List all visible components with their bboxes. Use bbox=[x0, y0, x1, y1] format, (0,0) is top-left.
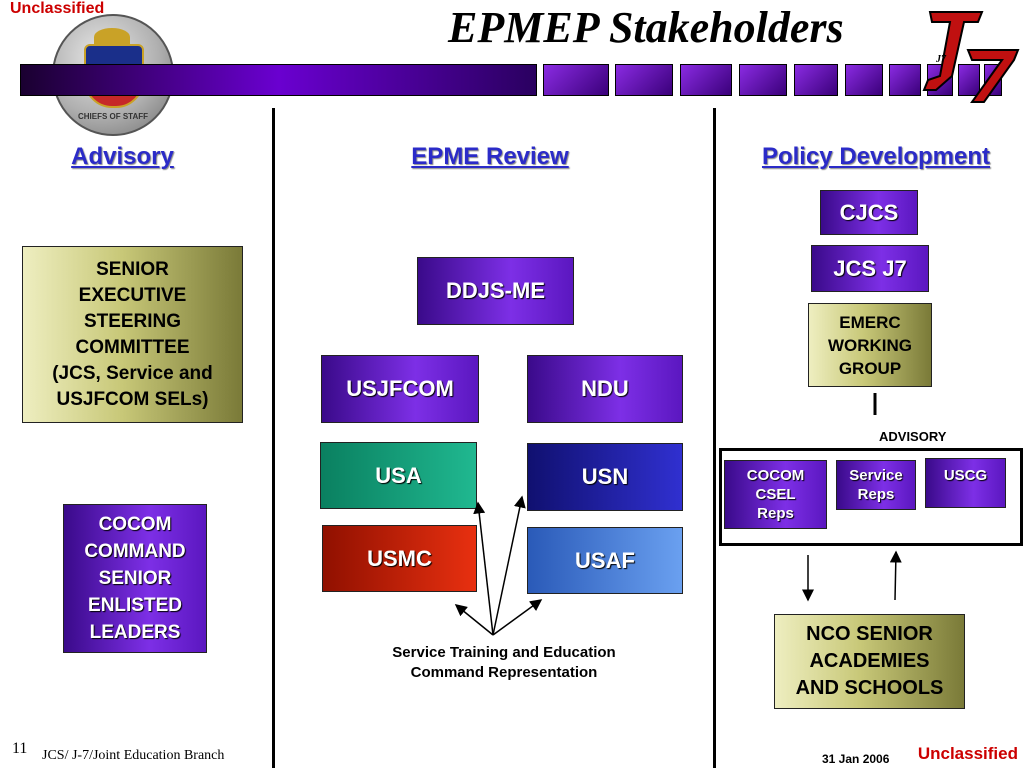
nco-line: ACADEMIES bbox=[809, 650, 930, 672]
header-square bbox=[739, 64, 787, 96]
caption-line: Service Training and Education bbox=[392, 644, 616, 661]
arrow-to-usaf bbox=[492, 599, 543, 636]
emerc-working-group-box: EMERC WORKING GROUP bbox=[808, 303, 932, 387]
header-square bbox=[680, 64, 732, 96]
page-title: EPMEP Stakeholders bbox=[448, 3, 844, 52]
emerc-line: EMERC bbox=[839, 312, 901, 332]
arrow-up-from-nco bbox=[889, 550, 902, 601]
arrow-to-usn bbox=[492, 495, 526, 636]
usmc-box: USMC bbox=[322, 525, 477, 592]
cocom-command-senior-enlisted-leaders-box: COCOM COMMAND SENIOR ENLISTED LEADERS bbox=[63, 504, 207, 653]
arrow-to-usa bbox=[473, 501, 494, 636]
steering-line: EXECUTIVE bbox=[78, 284, 187, 306]
classification-bottom: Unclassified bbox=[917, 744, 1018, 763]
steering-line: COMMITTEE bbox=[75, 336, 190, 358]
service-reps-box: Service Reps bbox=[836, 460, 916, 510]
ndu-box: NDU bbox=[527, 355, 683, 423]
steering-line: (JCS, Service and bbox=[52, 362, 213, 384]
steering-line: STEERING bbox=[83, 310, 182, 332]
j7-logo-text: J7 bbox=[935, 54, 947, 65]
service-reps-line: Reps bbox=[857, 486, 895, 503]
footer-date: 31 Jan 2006 bbox=[822, 752, 890, 766]
emerc-line: WORKING bbox=[827, 335, 913, 355]
uscg-box: USCG bbox=[925, 458, 1006, 508]
epme-review-heading: EPME Review bbox=[411, 143, 569, 170]
cocom-leaders-line: ENLISTED bbox=[88, 595, 182, 616]
steering-line: USJFCOM SELs) bbox=[56, 388, 209, 410]
steering-line: SENIOR bbox=[96, 258, 169, 280]
header-square bbox=[889, 64, 921, 96]
cocom-leaders-line: SENIOR bbox=[98, 568, 172, 589]
caption-line: Command Representation bbox=[410, 664, 598, 681]
classification-top: Unclassified bbox=[10, 0, 105, 17]
advisory-group-frame bbox=[719, 448, 1023, 546]
usa-box: USA bbox=[320, 442, 477, 509]
cocom-csel-reps-box: COCOM CSEL Reps bbox=[724, 460, 827, 529]
nco-senior-academies-box: NCO SENIOR ACADEMIES AND SCHOOLS bbox=[774, 614, 965, 709]
senior-executive-steering-committee-box: SENIOR EXECUTIVE STEERING COMMITTEE (JCS… bbox=[22, 246, 243, 423]
cocom-csel-line: Reps bbox=[757, 505, 794, 522]
header-bar bbox=[20, 64, 537, 96]
seal-text-bottom: CHIEFS OF STAFF bbox=[77, 112, 149, 121]
header-square bbox=[543, 64, 609, 96]
header-square bbox=[615, 64, 673, 96]
header-square bbox=[794, 64, 838, 96]
usjfcom-box: USJFCOM bbox=[321, 355, 479, 423]
footer-branch: JCS/ J-7/Joint Education Branch bbox=[42, 748, 225, 763]
header-square bbox=[958, 64, 980, 96]
emerc-line: GROUP bbox=[838, 358, 902, 378]
service-training-caption: Service Training and Education Command R… bbox=[344, 643, 664, 683]
nco-line: NCO SENIOR bbox=[806, 623, 933, 645]
cocom-leaders-line: COMMAND bbox=[84, 541, 186, 562]
ddjs-me-box: DDJS-ME bbox=[417, 257, 574, 325]
advisory-label: ADVISORY bbox=[879, 429, 947, 444]
policy-development-heading: Policy Development bbox=[761, 143, 991, 170]
j7-logo-icon: J7 bbox=[922, 11, 1020, 103]
arrow-to-usmc bbox=[454, 604, 494, 636]
header-square bbox=[845, 64, 883, 96]
cjcs-box: CJCS bbox=[820, 190, 918, 235]
page-number: 11 bbox=[12, 740, 28, 757]
service-reps-line: Service bbox=[849, 467, 903, 484]
cocom-csel-line: COCOM bbox=[746, 467, 805, 484]
eagle-icon bbox=[94, 28, 130, 46]
nco-line: AND SCHOOLS bbox=[795, 677, 944, 699]
usn-box: USN bbox=[527, 443, 683, 511]
column-divider bbox=[713, 108, 716, 768]
usaf-box: USAF bbox=[527, 527, 683, 594]
column-divider bbox=[272, 108, 275, 768]
jcs-j7-box: JCS J7 bbox=[811, 245, 929, 292]
cocom-csel-line: CSEL bbox=[755, 486, 796, 503]
cocom-leaders-line: COCOM bbox=[98, 514, 172, 535]
cocom-leaders-line: LEADERS bbox=[89, 622, 181, 643]
advisory-heading: Advisory bbox=[71, 143, 174, 170]
